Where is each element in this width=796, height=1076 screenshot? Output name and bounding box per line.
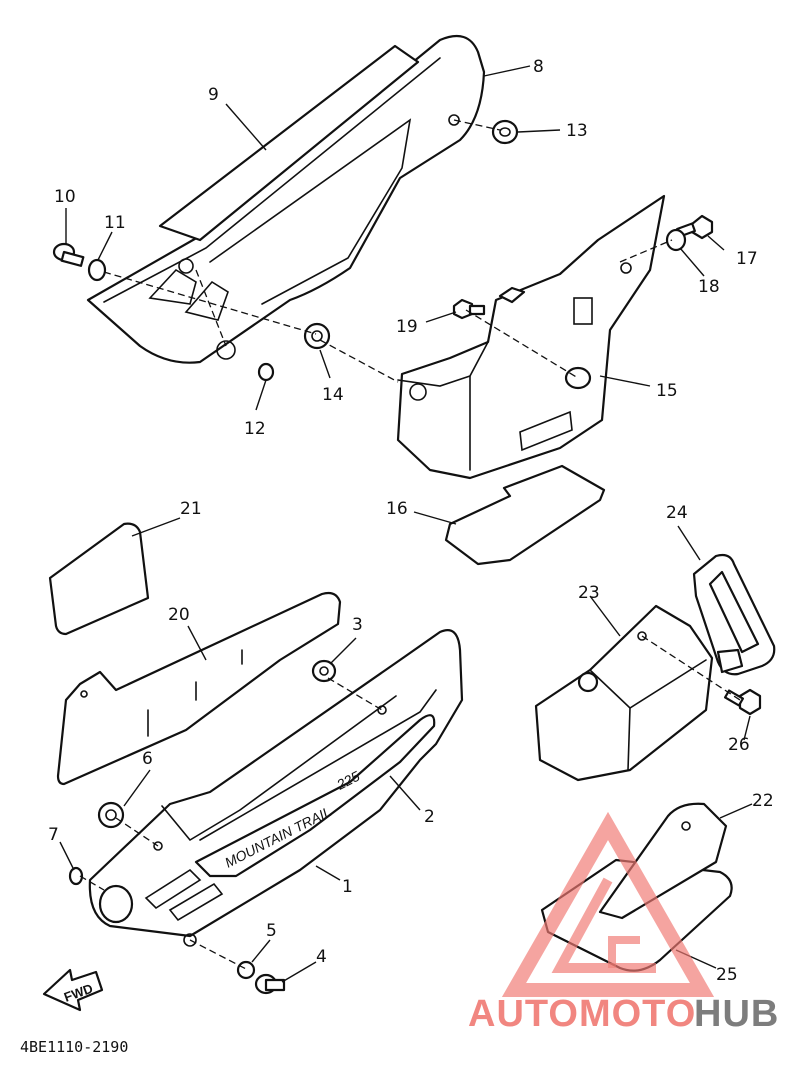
callout-24: 24 [666,503,688,523]
emblem-sheet-21 [48,522,150,636]
callout-25: 25 [716,965,738,985]
callout-1: 1 [342,877,353,897]
bolt-10 [52,242,85,267]
callout-9: 9 [208,85,219,105]
callout-10: 10 [54,187,76,207]
callout-2: 2 [424,807,435,827]
washer-18 [665,228,687,252]
callout-6: 6 [142,749,153,769]
leader-lines [59,65,753,983]
callout-22: 22 [752,791,774,811]
lower-side-cover-1 [88,629,464,947]
grommet-13 [491,119,519,145]
callout-7: 7 [48,825,59,845]
watermark-brand-part2: HUB [694,993,779,1035]
collar-5 [236,960,256,980]
bolt-17 [676,214,714,240]
decal-9 [158,44,420,242]
callout-17: 17 [736,249,758,269]
washer-11 [87,258,107,282]
bolt-26 [723,688,762,716]
watermark: AUTOMOTO HUB [468,811,779,1035]
callout-21: 21 [180,499,202,519]
callout-20: 20 [168,605,190,625]
alignment-lines [79,119,741,971]
watermark-logo-icon [501,811,715,997]
callout-3: 3 [352,615,363,635]
callout-8: 8 [533,57,544,77]
fwd-arrow: FWD [42,968,104,1012]
callout-12: 12 [244,419,266,439]
callout-18: 18 [698,277,720,297]
watermark-brand-part1: AUTOMOTO [468,993,696,1035]
sheet-16 [444,464,606,566]
callout-16: 16 [386,499,408,519]
callout-15: 15 [656,381,678,401]
bolt-19 [452,298,486,320]
collar-7 [68,866,84,886]
callout-13: 13 [566,121,588,141]
drawing-code: 4BE1110-2190 [20,1038,128,1056]
grommet-3 [311,659,337,683]
callout-26: 26 [728,735,750,755]
callout-19: 19 [396,317,418,337]
grommet-6 [97,801,125,829]
callout-5: 5 [266,921,277,941]
callout-14: 14 [322,385,344,405]
callout-4: 4 [316,947,327,967]
callout-11: 11 [104,213,126,233]
tool-box-23 [534,604,714,782]
battery-box-15 [396,194,666,480]
callout-numbers: 1 2 3 4 5 6 7 8 9 10 11 12 13 14 15 16 1… [48,57,774,985]
damper-sheet-20 [56,591,342,786]
grommet-14 [303,322,331,350]
callout-23: 23 [578,583,600,603]
pad-22 [598,802,728,920]
bolt-4 [254,973,286,995]
strap-24 [692,553,776,676]
upper-side-cover [86,34,486,364]
collar-12 [257,362,275,382]
